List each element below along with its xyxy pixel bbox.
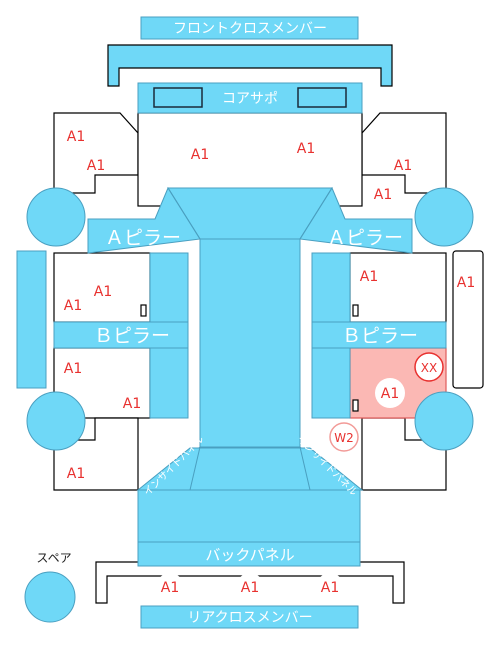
- mark-bg-rear-cross-3: [316, 573, 344, 601]
- wheel-front-left[interactable]: [26, 187, 86, 247]
- a1-mark: A1: [64, 361, 82, 377]
- core-support-left-box: [153, 87, 203, 108]
- frame-line-2: [299, 187, 333, 240]
- front-left-fender[interactable]: [53, 112, 139, 194]
- wheel-rear-right[interactable]: [414, 391, 474, 451]
- a1-mark: A1: [381, 386, 399, 402]
- core-support-label: コアサポ: [222, 91, 278, 107]
- wheel-rear-left[interactable]: [26, 391, 86, 451]
- a1-mark: A1: [394, 158, 412, 174]
- front-cross-member[interactable]: [140, 16, 359, 40]
- frame-line-6: [299, 446, 311, 491]
- rear-left-quarter[interactable]: [53, 417, 139, 491]
- rear-floor[interactable]: [136, 447, 364, 491]
- a1-mark: A1: [191, 147, 209, 163]
- a-pillar-left-label: Ａピラー: [105, 227, 181, 249]
- a1-mark: A1: [297, 141, 315, 157]
- back-panel[interactable]: [137, 489, 361, 543]
- b-pillar-left-label: Ｂピラー: [94, 325, 170, 347]
- mark-bg-b-pillar-left: [119, 390, 145, 416]
- a1-mark: A1: [67, 129, 85, 145]
- wheel-front-right[interactable]: [414, 187, 474, 247]
- front-right-door[interactable]: [349, 252, 447, 323]
- b-pillar-right[interactable]: [311, 321, 447, 349]
- door-handle-rr: [352, 399, 359, 412]
- front-right-fender[interactable]: [361, 112, 447, 194]
- a1-mark: A1: [67, 466, 85, 482]
- mark-bg-rear-right-door: [375, 378, 405, 408]
- a-pillar-right-label: Ａピラー: [327, 227, 403, 249]
- door-handle-fr: [352, 304, 359, 317]
- a1-mark: A1: [321, 580, 339, 596]
- a1-mark: A1: [123, 396, 141, 412]
- w2-mark-circle[interactable]: [329, 422, 359, 452]
- mark-bg-rear-cross-1: [156, 573, 184, 601]
- back-panel-label: バックパネル: [205, 546, 294, 564]
- frame-line-5: [189, 446, 201, 491]
- front-left-door[interactable]: [53, 252, 151, 323]
- spare-tire[interactable]: [24, 571, 76, 623]
- left-side-sill[interactable]: [16, 250, 47, 389]
- rear-cross-member[interactable]: [140, 605, 359, 629]
- w2-mark: W2: [334, 431, 354, 445]
- door-handle-fl: [140, 304, 147, 317]
- a1-mark: A1: [241, 580, 259, 596]
- xx-mark: XX: [421, 361, 437, 375]
- rear-cross-member-label: リアクロスメンバー: [187, 610, 312, 626]
- frame-line-1: [167, 187, 201, 240]
- right-side-rail[interactable]: [452, 250, 484, 389]
- b-pillar-left[interactable]: [53, 321, 189, 349]
- a1-mark: A1: [360, 269, 378, 285]
- core-support-right-box: [297, 87, 347, 108]
- front-cross-member-outline: [107, 44, 393, 87]
- xx-mark-circle[interactable]: [414, 352, 444, 382]
- rear-cross-member-outline: [95, 561, 405, 604]
- a1-mark: A1: [94, 284, 112, 300]
- b-pillar-right-label: Ｂピラー: [342, 325, 418, 347]
- a1-mark: A1: [87, 158, 105, 174]
- front-cross-member-label: フロントクロスメンバー: [173, 21, 327, 37]
- spare-label: スペア: [36, 551, 71, 565]
- mark-bg-rear-cross-2: [236, 573, 264, 601]
- a1-mark: A1: [457, 275, 475, 291]
- a1-mark: A1: [64, 298, 82, 314]
- back-panel-strip[interactable]: [137, 541, 361, 567]
- a1-mark: A1: [374, 187, 392, 203]
- a1-mark: A1: [161, 580, 179, 596]
